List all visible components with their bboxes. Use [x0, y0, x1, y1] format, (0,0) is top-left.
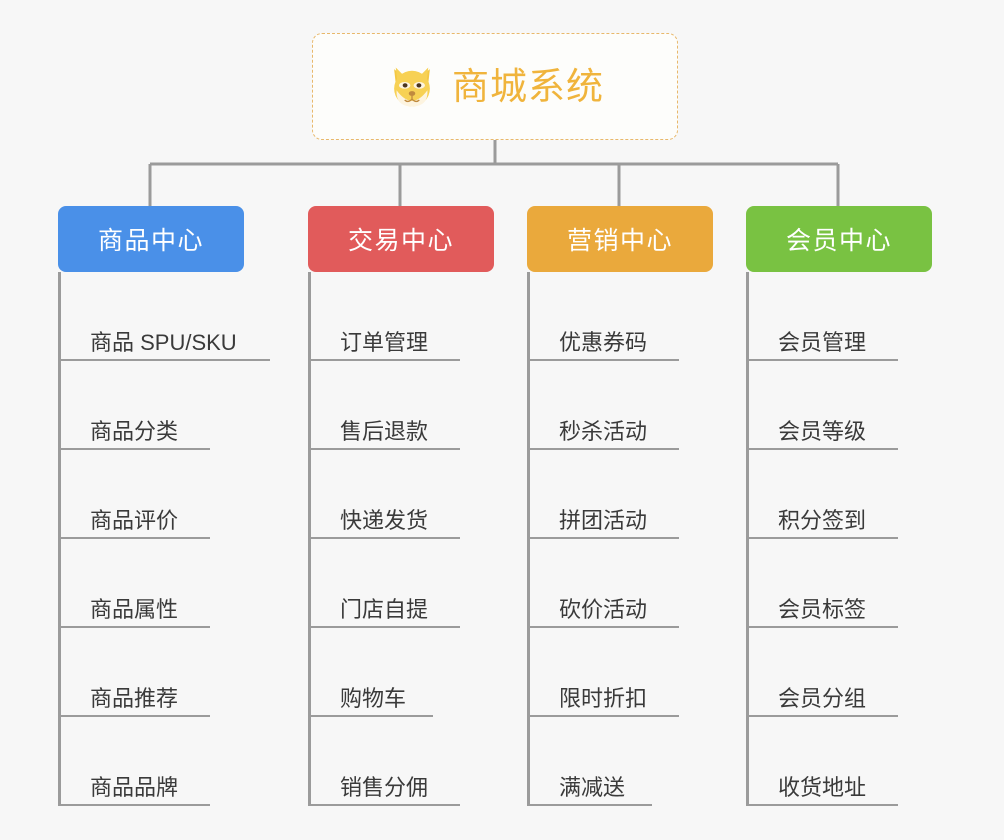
leaf-label: 积分签到	[778, 508, 867, 533]
leaf-label: 拼团活动	[559, 508, 648, 533]
leaf-underline	[58, 537, 210, 539]
leaf-underline	[746, 448, 898, 450]
column-spine	[527, 272, 530, 806]
leaf-item[interactable]: 售后退款	[308, 361, 494, 450]
leaf-item[interactable]: 购物车	[308, 628, 494, 717]
category-column: 交易中心订单管理售后退款快递发货门店自提购物车销售分佣	[308, 206, 494, 806]
leaf-item[interactable]: 订单管理	[308, 272, 494, 361]
leaf-underline	[527, 715, 679, 717]
leaf-item[interactable]: 商品 SPU/SKU	[58, 272, 270, 361]
leaf-underline	[746, 715, 898, 717]
leaf-item[interactable]: 商品分类	[58, 361, 244, 450]
leaf-underline	[527, 537, 679, 539]
leaf-underline	[58, 804, 210, 806]
leaf-label: 会员管理	[778, 330, 867, 355]
leaf-label: 收货地址	[778, 775, 867, 800]
leaf-list: 订单管理售后退款快递发货门店自提购物车销售分佣	[308, 272, 494, 806]
leaf-list: 优惠券码秒杀活动拼团活动砍价活动限时折扣满减送	[527, 272, 713, 806]
leaf-label: 商品推荐	[90, 686, 179, 711]
leaf-label: 会员等级	[778, 419, 867, 444]
leaf-underline	[308, 537, 460, 539]
leaf-label: 购物车	[340, 686, 407, 711]
leaf-list: 商品 SPU/SKU 商品分类商品评价商品属性商品推荐商品品牌	[58, 272, 270, 806]
category-header[interactable]: 商品中心	[58, 206, 244, 272]
column-spine	[746, 272, 749, 806]
root-node[interactable]: 商城系统	[312, 33, 678, 140]
leaf-underline	[527, 359, 679, 361]
leaf-item[interactable]: 商品评价	[58, 450, 244, 539]
leaf-underline	[746, 359, 898, 361]
leaf-label: 商品 SPU/SKU	[90, 330, 237, 355]
leaf-label: 砍价活动	[559, 597, 648, 622]
leaf-underline	[58, 626, 210, 628]
leaf-underline	[308, 804, 460, 806]
leaf-underline	[308, 448, 460, 450]
leaf-label: 商品分类	[90, 419, 179, 444]
leaf-item[interactable]: 优惠券码	[527, 272, 713, 361]
leaf-underline	[58, 448, 210, 450]
column-spine	[58, 272, 61, 806]
leaf-label: 限时折扣	[559, 686, 648, 711]
leaf-label: 售后退款	[340, 419, 429, 444]
category-column: 营销中心优惠券码秒杀活动拼团活动砍价活动限时折扣满减送	[527, 206, 713, 806]
leaf-underline	[746, 537, 898, 539]
leaf-label: 门店自提	[340, 597, 429, 622]
leaf-item[interactable]: 满减送	[527, 717, 713, 806]
leaf-item[interactable]: 商品属性	[58, 539, 244, 628]
leaf-item[interactable]: 限时折扣	[527, 628, 713, 717]
leaf-underline	[308, 359, 460, 361]
leaf-label: 商品评价	[90, 508, 179, 533]
category-header[interactable]: 交易中心	[308, 206, 494, 272]
root-title: 商城系统	[452, 66, 604, 107]
leaf-label: 会员标签	[778, 597, 867, 622]
leaf-item[interactable]: 商品推荐	[58, 628, 244, 717]
category-header[interactable]: 营销中心	[527, 206, 713, 272]
leaf-item[interactable]: 砍价活动	[527, 539, 713, 628]
leaf-item[interactable]: 会员等级	[746, 361, 932, 450]
leaf-item[interactable]: 收货地址	[746, 717, 932, 806]
leaf-underline	[308, 626, 460, 628]
column-spine	[308, 272, 311, 806]
leaf-label: 商品属性	[90, 597, 179, 622]
leaf-label: 秒杀活动	[559, 419, 648, 444]
leaf-label: 会员分组	[778, 686, 867, 711]
leaf-item[interactable]: 门店自提	[308, 539, 494, 628]
leaf-item[interactable]: 销售分佣	[308, 717, 494, 806]
leaf-item[interactable]: 积分签到	[746, 450, 932, 539]
leaf-item[interactable]: 会员分组	[746, 628, 932, 717]
leaf-underline	[58, 715, 210, 717]
leaf-underline	[527, 626, 679, 628]
leaf-label: 快递发货	[340, 508, 429, 533]
leaf-item[interactable]: 会员管理	[746, 272, 932, 361]
category-column: 商品中心商品 SPU/SKU 商品分类商品评价商品属性商品推荐商品品牌	[58, 206, 270, 806]
leaf-underline	[58, 359, 270, 361]
leaf-label: 满减送	[559, 775, 626, 800]
leaf-label: 订单管理	[340, 330, 429, 355]
leaf-item[interactable]: 商品品牌	[58, 717, 244, 806]
leaf-label: 销售分佣	[340, 775, 429, 800]
leaf-underline	[527, 804, 652, 806]
leaf-underline	[527, 448, 679, 450]
leaf-underline	[746, 804, 898, 806]
leaf-item[interactable]: 会员标签	[746, 539, 932, 628]
leaf-item[interactable]: 拼团活动	[527, 450, 713, 539]
leaf-item[interactable]: 秒杀活动	[527, 361, 713, 450]
category-header[interactable]: 会员中心	[746, 206, 932, 272]
leaf-label: 商品品牌	[90, 775, 179, 800]
leaf-underline	[746, 626, 898, 628]
leaf-list: 会员管理会员等级积分签到会员标签会员分组收货地址	[746, 272, 932, 806]
shiba-dog-icon	[394, 67, 430, 108]
leaf-label: 优惠券码	[559, 330, 648, 355]
leaf-item[interactable]: 快递发货	[308, 450, 494, 539]
category-column: 会员中心会员管理会员等级积分签到会员标签会员分组收货地址	[746, 206, 932, 806]
leaf-underline	[308, 715, 433, 717]
